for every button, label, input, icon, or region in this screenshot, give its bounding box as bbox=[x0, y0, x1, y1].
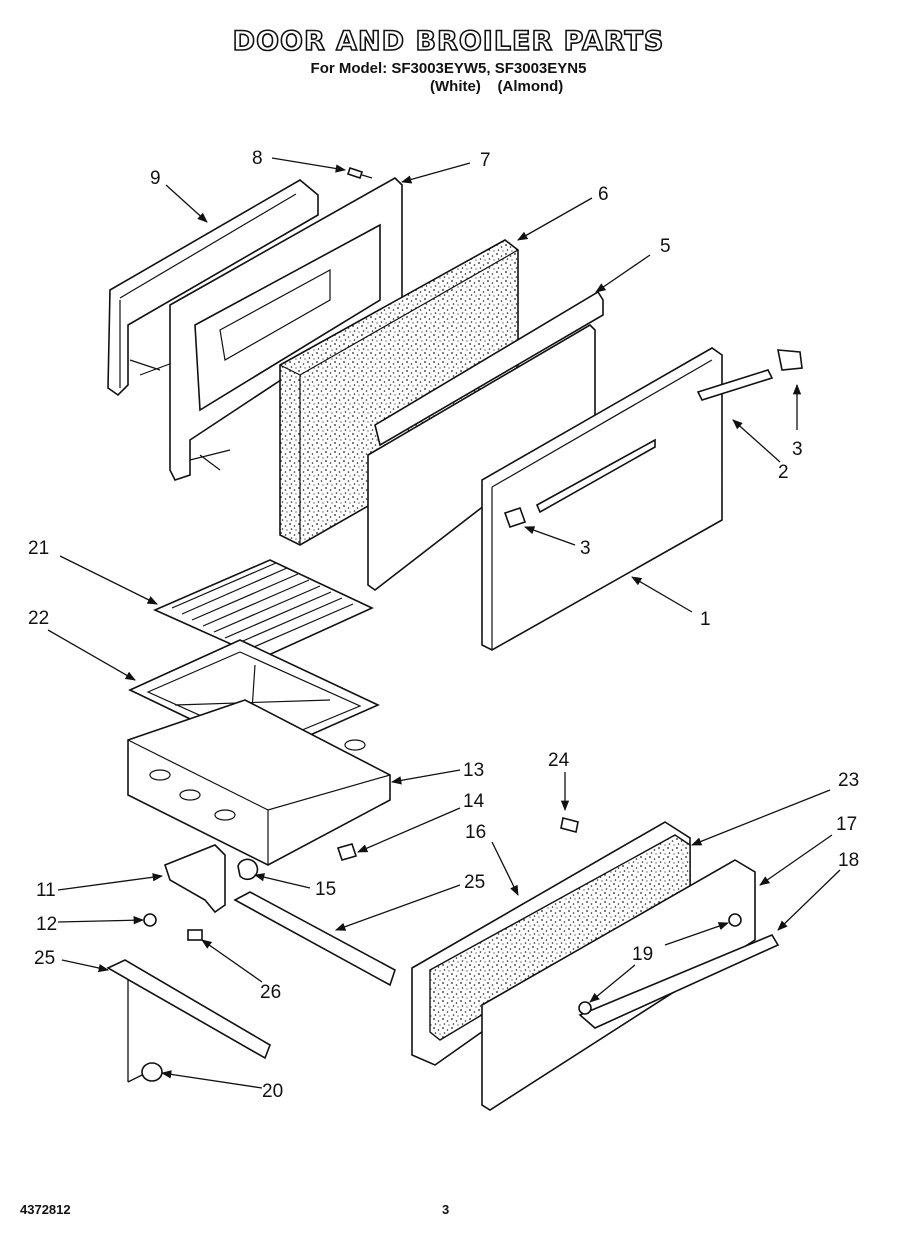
callout-25-rail-lower: 25 bbox=[464, 872, 485, 893]
leader-lines bbox=[47, 157, 841, 1089]
color-variants: (White) (Almond) bbox=[430, 78, 564, 95]
model-line: For Model: SF3003EYW5, SF3003EYN5 bbox=[310, 60, 587, 77]
part-3-end-cap bbox=[777, 349, 803, 371]
part-5-door-liner bbox=[367, 290, 604, 591]
callout-9: 9 bbox=[150, 168, 161, 189]
callout-7: 7 bbox=[480, 150, 491, 171]
document-number: 4372812 bbox=[20, 1202, 71, 1217]
part-8-screw bbox=[346, 166, 373, 180]
callout-26: 26 bbox=[260, 982, 281, 1003]
part-2-handle-bar bbox=[696, 369, 774, 401]
part-15-washer bbox=[237, 858, 259, 881]
callout-2: 2 bbox=[778, 462, 789, 483]
callout-17: 17 bbox=[836, 814, 857, 835]
callout-19: 19 bbox=[632, 944, 653, 965]
callout-14: 14 bbox=[463, 791, 485, 812]
part-21-broiler-grid bbox=[153, 559, 374, 659]
part-20-roller bbox=[141, 1062, 163, 1082]
part-13-broiler-drawer bbox=[127, 699, 391, 866]
callout-5: 5 bbox=[660, 236, 671, 257]
part-11-bracket bbox=[164, 844, 226, 914]
callout-8: 8 bbox=[252, 148, 263, 169]
callout-20: 20 bbox=[262, 1081, 283, 1102]
part-12-nut bbox=[143, 913, 157, 927]
callout-13: 13 bbox=[463, 760, 484, 781]
callout-3-door: 3 bbox=[580, 538, 591, 559]
callout-12: 12 bbox=[36, 914, 57, 935]
part-7-inner-door-frame bbox=[169, 177, 403, 481]
callout-3-handle-cap: 3 bbox=[792, 439, 803, 460]
part-14-clip bbox=[336, 843, 358, 861]
callout-22: 22 bbox=[28, 608, 49, 629]
part-18-broiler-handle bbox=[578, 933, 780, 1029]
part-26-screw bbox=[187, 929, 203, 941]
callout-25-rail-upper: 25 bbox=[34, 948, 55, 969]
part-25-rail-upper bbox=[233, 891, 396, 987]
part-17-broiler-door-panel bbox=[481, 859, 756, 1111]
page-number: 3 bbox=[442, 1202, 450, 1217]
part-1-outer-door-panel bbox=[481, 347, 723, 651]
callout-6: 6 bbox=[598, 184, 609, 205]
callout-labels: 1 2 3 3 5 6 7 8 9 11 12 13 14 15 16 17 1… bbox=[28, 148, 859, 1102]
part-9-gasket-frame bbox=[107, 179, 319, 397]
callout-15: 15 bbox=[315, 879, 336, 900]
callout-18: 18 bbox=[838, 850, 859, 871]
callout-11: 11 bbox=[36, 880, 56, 901]
part-19-spacer bbox=[578, 913, 742, 1015]
part-25-rail-lower bbox=[106, 959, 271, 1060]
callout-21: 21 bbox=[28, 538, 49, 559]
callout-1: 1 bbox=[700, 609, 711, 630]
callout-23: 23 bbox=[838, 770, 859, 791]
callout-16: 16 bbox=[465, 822, 486, 843]
callout-24: 24 bbox=[548, 750, 570, 771]
part-24-screw bbox=[560, 817, 579, 833]
page-title: DOOR AND BROILER PARTS bbox=[232, 25, 665, 58]
